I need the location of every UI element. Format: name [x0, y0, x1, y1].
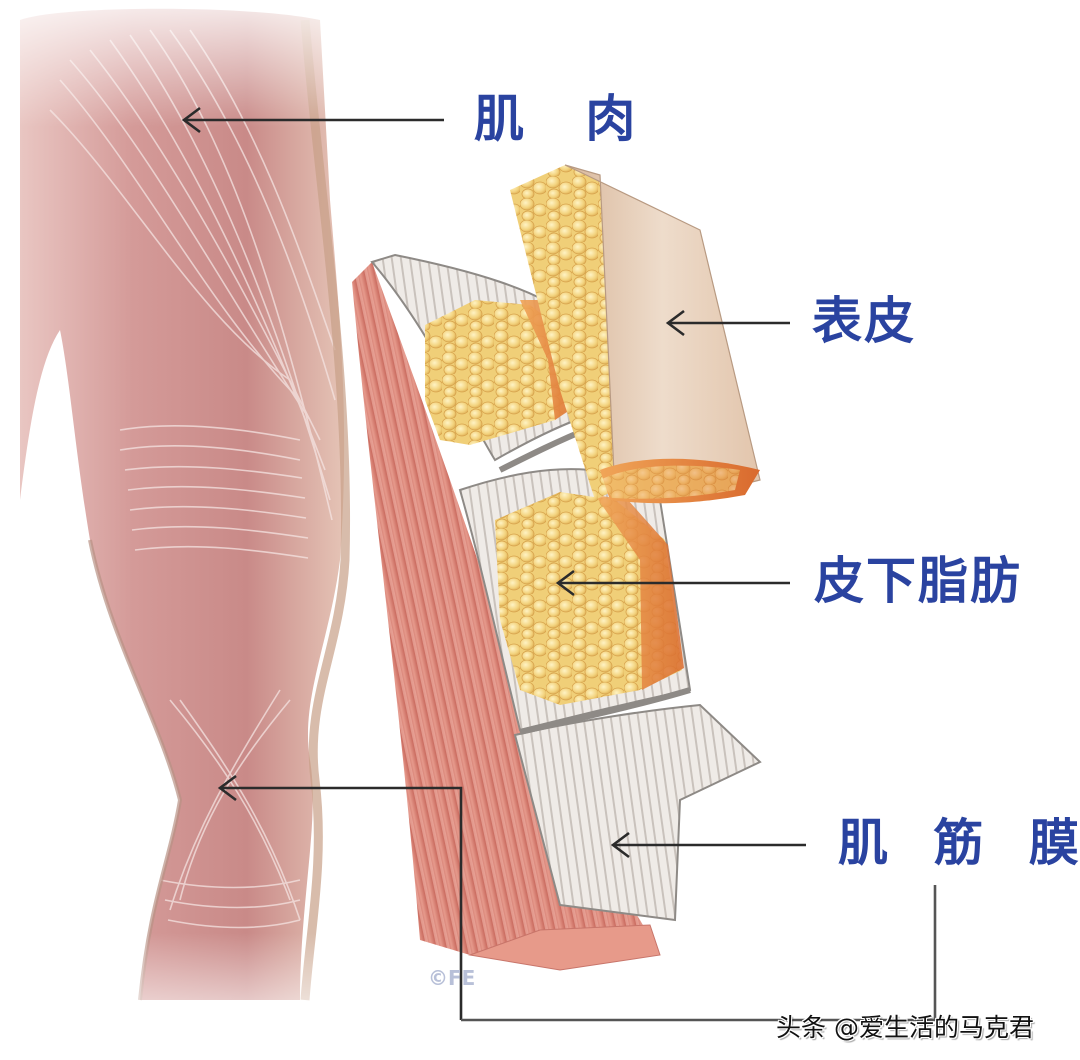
middle-fat-block — [495, 492, 684, 705]
label-skin: 表皮 — [812, 292, 916, 350]
label-fascia: 肌 筋 膜 — [838, 814, 1080, 872]
leg-muscle-illustration — [0, 0, 360, 1060]
muscle-block — [352, 262, 661, 971]
label-subcutaneous-fat: 皮下脂肪 — [814, 552, 1022, 610]
label-muscle: 肌 肉 — [474, 90, 658, 148]
skin-block — [510, 164, 761, 504]
copyright-mark: ©FE — [428, 966, 476, 990]
watermark: 头条 @爱生活的马克君 — [776, 1013, 1034, 1042]
arrows — [181, 106, 937, 1022]
